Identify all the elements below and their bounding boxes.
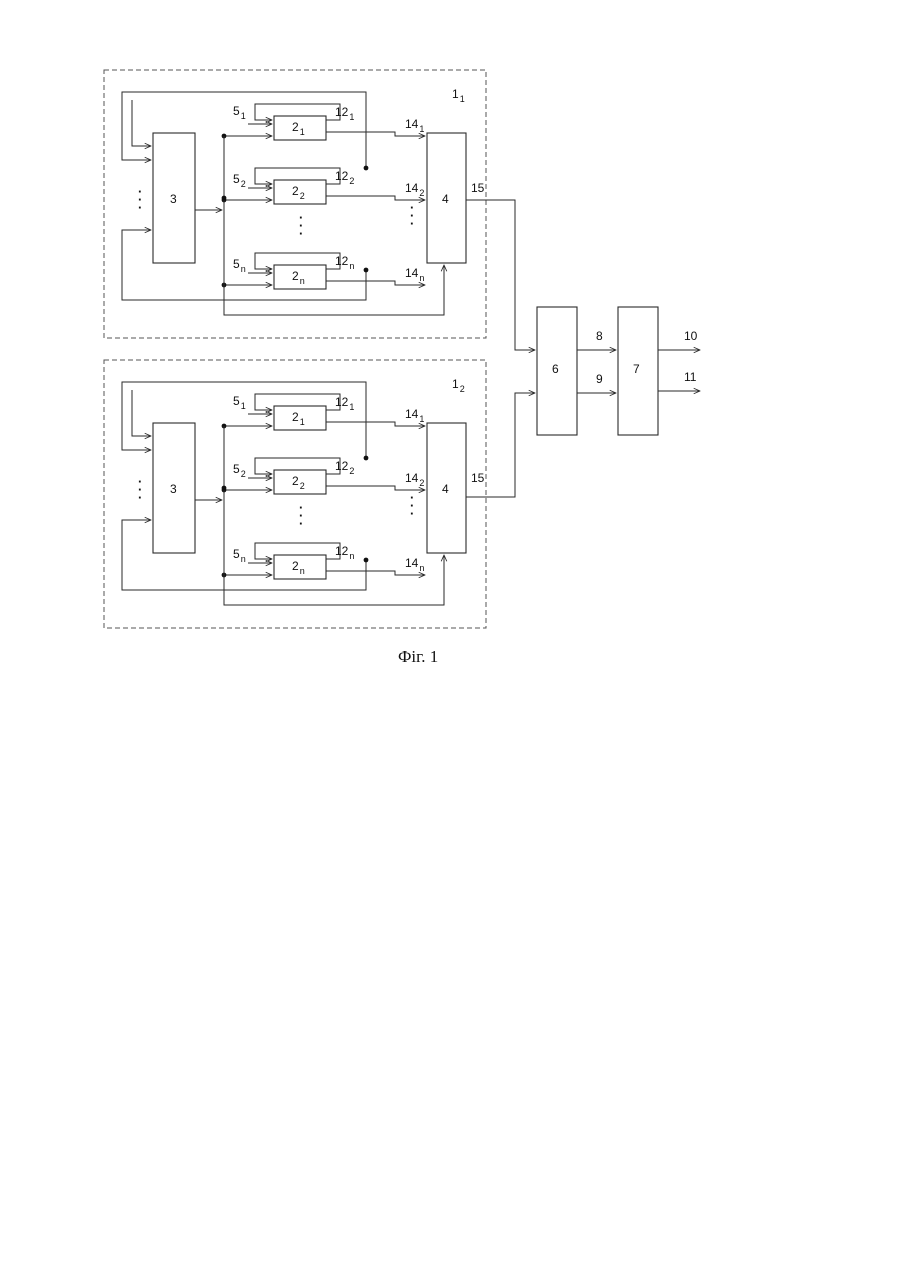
junction-dot: [364, 166, 369, 171]
ellipsis-14: ···: [410, 200, 414, 231]
input-5-label: 5n: [233, 257, 246, 274]
block-2-label-subscript: 2: [300, 191, 305, 201]
junction-dot: [364, 456, 369, 461]
line-14-label: 142: [405, 181, 424, 198]
line-14-label-subscript: n: [419, 563, 424, 573]
line-12-label: 12n: [335, 544, 354, 561]
block-2-label-subscript: 1: [300, 127, 305, 137]
block-2-label-subscript: n: [300, 276, 305, 286]
module-label: 11: [452, 87, 465, 104]
ellipsis-2-dot: ·: [299, 226, 303, 241]
feedback-bus-3: [132, 390, 151, 436]
module-2: 1234215112114122521221422n5n12n14n······…: [104, 360, 486, 628]
line-12-label: 12n: [335, 254, 354, 271]
line-14-label: 14n: [405, 266, 424, 283]
module-label-subscript: 2: [460, 384, 465, 394]
input-5-label: 51: [233, 394, 246, 411]
input-5-label-subscript: 2: [241, 469, 246, 479]
line-14-label: 14n: [405, 556, 424, 573]
line-12-label: 122: [335, 459, 354, 476]
line-12-label: 122: [335, 169, 354, 186]
line-14-label: 141: [405, 117, 424, 134]
input-5-label-subscript: 1: [241, 111, 246, 121]
line-15-label: 15: [471, 181, 485, 195]
line-12-label: 121: [335, 395, 354, 412]
ellipsis-3: ···: [138, 184, 142, 215]
ellipsis-14-dot: ·: [410, 506, 414, 521]
input-5-label-subscript: 1: [241, 401, 246, 411]
ellipsis-3-dot: ·: [138, 200, 142, 215]
block-3-label: 3: [170, 192, 177, 206]
block-2-label-subscript: 2: [300, 481, 305, 491]
ellipsis-14-dot: ·: [410, 216, 414, 231]
block-2-label-subscript: 1: [300, 417, 305, 427]
input-5-label-subscript: n: [241, 264, 246, 274]
ellipsis-3-dot: ·: [138, 490, 142, 505]
line-12-label-subscript: 1: [349, 402, 354, 412]
input-5-label: 5n: [233, 547, 246, 564]
line-14-label-subscript: 1: [419, 124, 424, 134]
input-5-label-subscript: 2: [241, 179, 246, 189]
figure-caption: Фіг. 1: [398, 647, 438, 666]
ellipsis-14: ···: [410, 490, 414, 521]
block-4-label: 4: [442, 192, 449, 206]
line-14-label-subscript: 2: [419, 188, 424, 198]
line-14-label-subscript: 1: [419, 414, 424, 424]
input-5-label-subscript: n: [241, 554, 246, 564]
line-14-label-subscript: n: [419, 273, 424, 283]
output-14-line: [326, 281, 425, 285]
junction-dot: [222, 196, 227, 201]
block-2-label-subscript: n: [300, 566, 305, 576]
module-1: 1134215112114122521221422n5n12n14n······…: [104, 70, 486, 338]
module-label-subscript: 1: [460, 94, 465, 104]
line-15-label: 15: [471, 471, 485, 485]
junction-dot: [222, 486, 227, 491]
ellipsis-3: ···: [138, 474, 142, 505]
line-12-label-subscript: 1: [349, 112, 354, 122]
junction-dot: [364, 558, 369, 563]
block-6-label: 6: [552, 362, 559, 376]
line-9-label: 9: [596, 372, 603, 386]
block-3-label: 3: [170, 482, 177, 496]
input-5-label: 51: [233, 104, 246, 121]
ellipsis-2: ···: [299, 500, 303, 531]
ellipsis-2-dot: ·: [299, 516, 303, 531]
line-12-label-subscript: n: [349, 551, 354, 561]
output-14-line: [326, 571, 425, 575]
module-label: 12: [452, 377, 465, 394]
block-7-label: 7: [633, 362, 640, 376]
modules-layer: 1134215112114122521221422n5n12n14n······…: [104, 70, 486, 628]
line-12-label-subscript: 2: [349, 176, 354, 186]
input-5-label: 52: [233, 462, 246, 479]
input-5-label: 52: [233, 172, 246, 189]
line-8-label: 8: [596, 329, 603, 343]
block-4-label: 4: [442, 482, 449, 496]
junction-dot: [364, 268, 369, 273]
line-12-label-subscript: 2: [349, 466, 354, 476]
line-12-label: 121: [335, 105, 354, 122]
output-14-line: [326, 422, 425, 426]
line-14-label: 142: [405, 471, 424, 488]
line-14-label: 141: [405, 407, 424, 424]
output-10-label: 10: [684, 329, 698, 343]
feedback-bus-3: [132, 100, 151, 146]
ellipsis-2: ···: [299, 210, 303, 241]
output-11-label: 11: [684, 370, 697, 384]
line-12-label-subscript: n: [349, 261, 354, 271]
right-side-layer: 6 7 8 9 10 11: [466, 200, 700, 497]
module-1-output-line: [466, 200, 535, 350]
line-14-label-subscript: 2: [419, 478, 424, 488]
output-14-line: [326, 132, 425, 136]
